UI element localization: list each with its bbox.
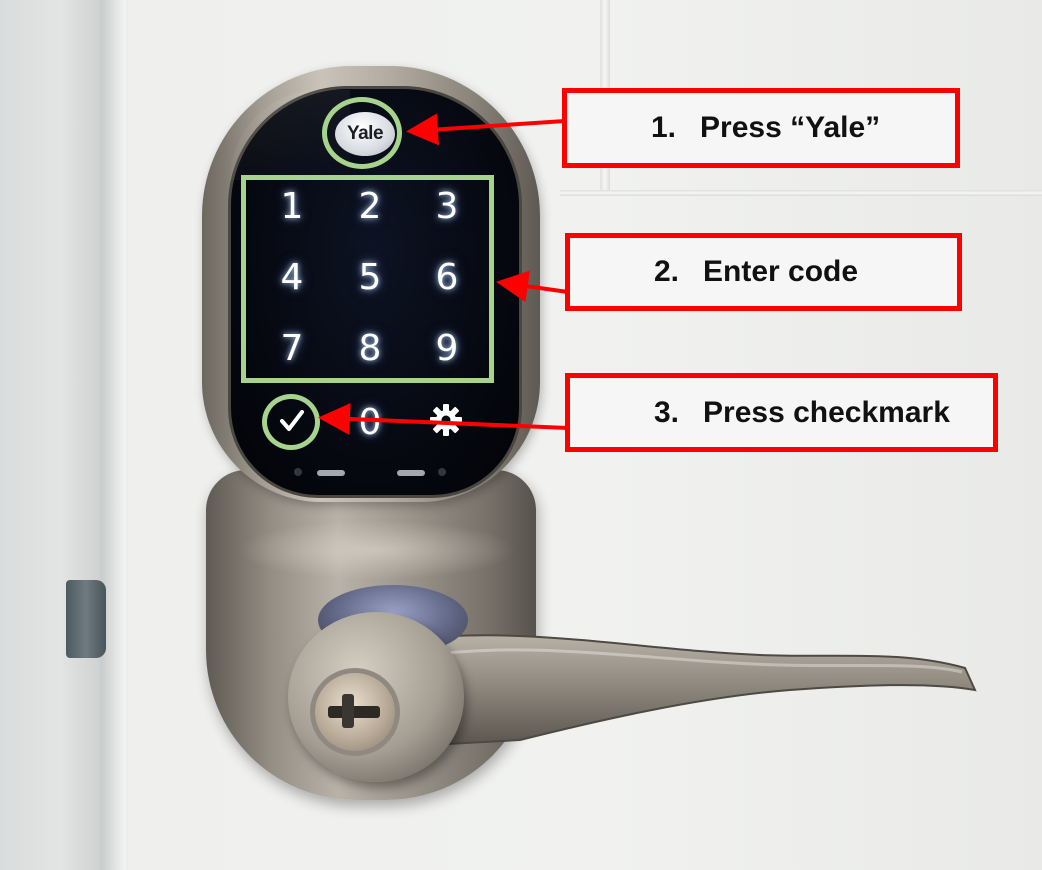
step-3-text: Press checkmark	[703, 395, 950, 429]
keyhole-pin	[342, 694, 354, 728]
door-panel-groove-horizontal	[560, 190, 1042, 196]
checkmark-highlight-ring	[262, 394, 320, 450]
key-8[interactable]: 8	[358, 327, 382, 369]
step-1-text: Press “Yale”	[700, 111, 881, 144]
door-edge	[100, 0, 126, 870]
latch-bolt	[66, 580, 106, 658]
arrow-to-keypad	[496, 270, 569, 303]
key-7[interactable]: 7	[280, 327, 304, 369]
indicator-light	[317, 470, 345, 476]
key-2[interactable]: 2	[358, 185, 382, 227]
step-2-number: 2.	[654, 255, 680, 288]
key-9[interactable]: 9	[435, 327, 459, 369]
key-0[interactable]: 0	[358, 401, 382, 443]
arrow-to-yale	[406, 113, 566, 146]
key-4[interactable]: 4	[280, 256, 304, 298]
indicator-light	[397, 470, 425, 476]
callout-step-3: 3. Press checkmark	[565, 373, 998, 452]
keyhole	[328, 706, 380, 718]
key-3[interactable]: 3	[435, 185, 459, 227]
step-3-number: 3.	[654, 395, 680, 429]
metal-highlight	[236, 520, 516, 580]
arrow-to-checkmark	[318, 403, 569, 435]
callout-step-2: 2. Enter code	[565, 233, 962, 311]
key-1[interactable]: 1	[280, 185, 304, 227]
keypad-highlight-box	[241, 175, 494, 383]
key-5[interactable]: 5	[358, 256, 382, 298]
step-1-number: 1.	[651, 111, 677, 144]
yale-highlight-ring	[322, 97, 402, 169]
step-2-text: Enter code	[703, 255, 859, 288]
sensor-dot	[438, 468, 446, 476]
sensor-dot	[294, 468, 302, 476]
key-6[interactable]: 6	[435, 256, 459, 298]
callout-step-1: 1. Press “Yale”	[562, 88, 960, 168]
